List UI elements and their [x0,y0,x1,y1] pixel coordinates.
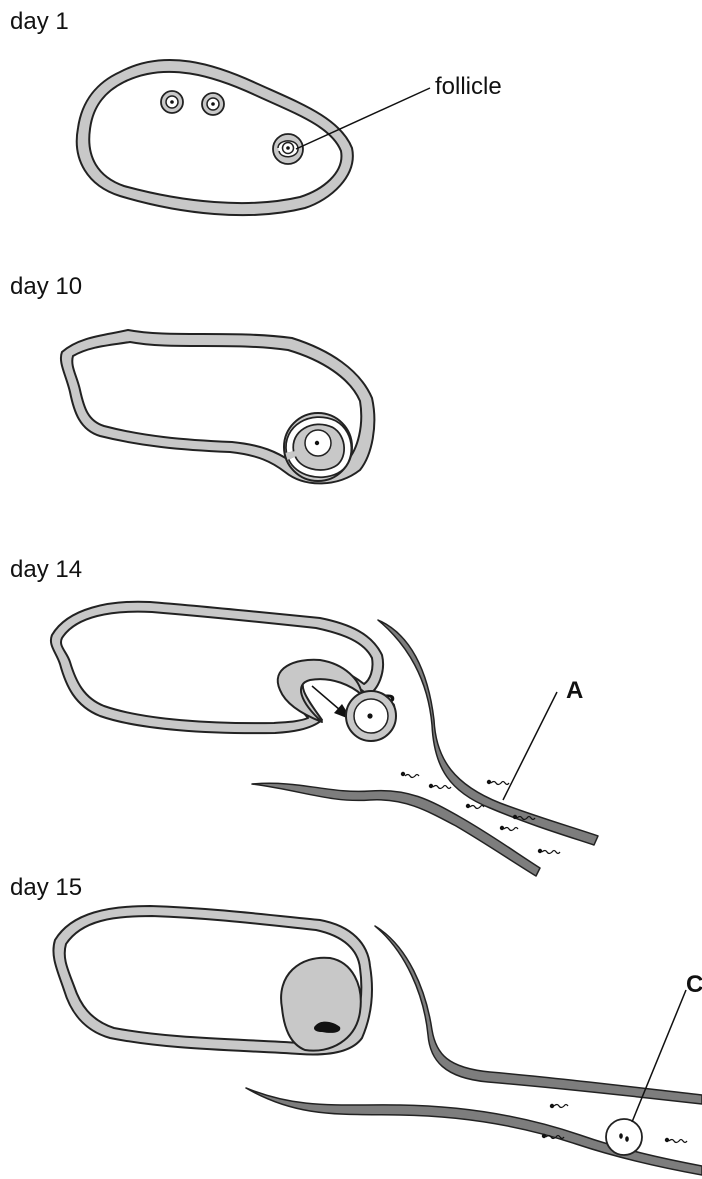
day14-egg-b [346,691,396,741]
day1-follicle-1 [161,91,183,113]
day14-oviduct-wall-upper [378,620,598,845]
label-a-leader-line [503,692,557,800]
day15-zygote-c [606,1119,642,1155]
day15-ovary [53,906,372,1054]
day1-ovary [77,60,430,215]
day15-corpus-luteum [281,958,361,1051]
day10-follicle [284,413,352,481]
day14-oviduct-wall-lower [252,783,540,876]
day1-follicle-3 [273,134,303,164]
day1-follicle-2 [202,93,224,115]
day14-ovary [51,602,396,741]
day15-oviduct-wall-upper [375,926,702,1104]
day14-release-arrow [312,686,340,710]
day10-ovary [61,330,374,483]
day14-oviduct [252,620,598,876]
label-c-leader-line [632,990,686,1122]
day1-ovary-wall [77,60,353,215]
